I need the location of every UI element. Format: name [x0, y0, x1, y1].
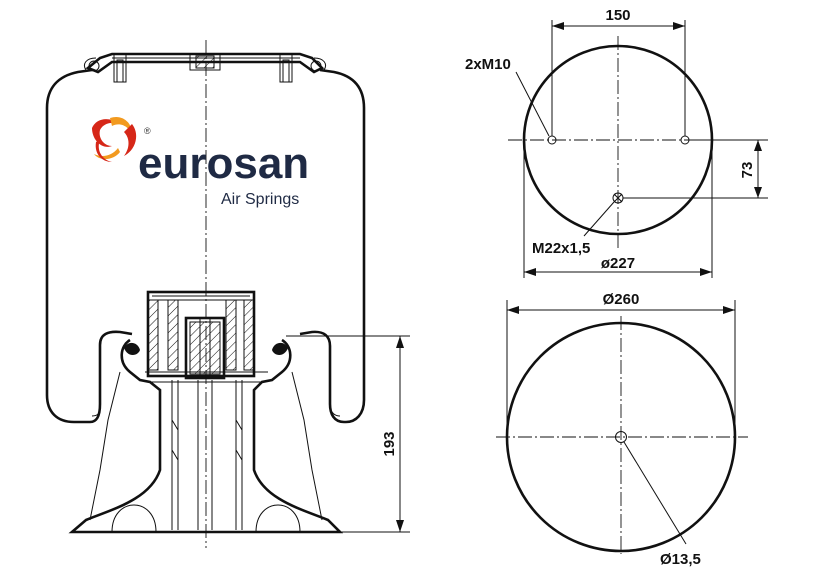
bottom-diameter-dimension — [506, 300, 736, 434]
bead-clamp-left — [124, 342, 140, 355]
bottom-diameter-label: Ø260 — [603, 291, 640, 308]
pedestal-arches — [111, 504, 301, 533]
center-hole — [615, 431, 627, 443]
height-dimension — [286, 335, 410, 533]
bead-clamp-right — [272, 342, 288, 355]
top-view: 150 73 2xM10 M22x1,5 ø227 — [465, 7, 768, 278]
offset-label: 73 — [739, 162, 756, 179]
top-diameter-label: ø227 — [601, 255, 635, 272]
brand-logo: ® eurosan Air Springs — [92, 116, 309, 208]
bolt-label: 2xM10 — [465, 56, 511, 73]
bellow-outline — [45, 68, 366, 424]
bottom-view: Ø260 Ø13,5 — [496, 291, 748, 568]
brand-name: eurosan — [138, 139, 309, 188]
registered-mark: ® — [144, 126, 151, 136]
offset-dimension — [623, 139, 768, 199]
air-inlet — [189, 53, 221, 71]
brand-subtitle: Air Springs — [221, 191, 299, 208]
air-inlet-leader — [583, 201, 615, 237]
center-hole-leader — [623, 441, 687, 545]
top-plate — [85, 52, 325, 74]
top-diameter-dimension — [523, 150, 713, 278]
bolt-leader — [515, 71, 550, 137]
air-inlet-label: M22x1,5 — [532, 240, 590, 257]
bolt-spacing-label: 150 — [605, 7, 630, 24]
bellow-inner-line — [91, 403, 341, 417]
center-hole-label: Ø13,5 — [660, 551, 701, 568]
height-dimension-label: 193 — [381, 431, 398, 456]
flame-swirl-icon — [92, 116, 137, 162]
side-view: 193 — [45, 40, 410, 548]
piston-ribs — [89, 371, 323, 530]
bolt-spacing-dimension — [551, 20, 686, 136]
